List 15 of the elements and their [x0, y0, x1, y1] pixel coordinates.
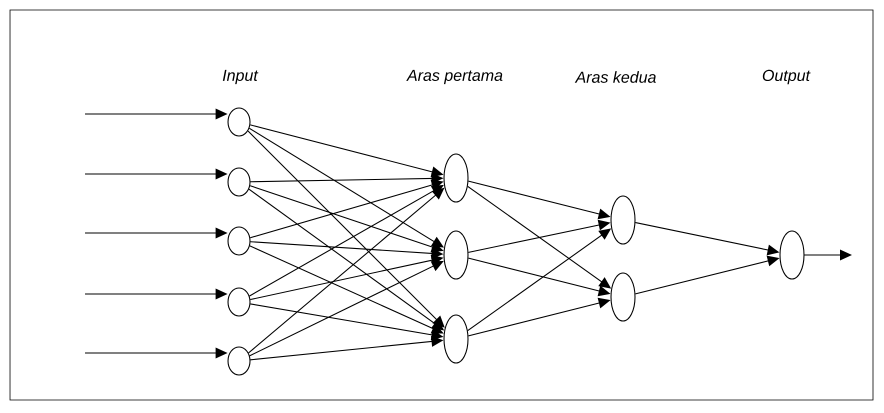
- neuron-ellipse: [443, 153, 469, 203]
- neuron-ellipse: [779, 230, 805, 280]
- neuron-ellipse: [227, 167, 251, 197]
- column-heading: Input: [222, 70, 258, 84]
- column-heading: Aras kedua: [574, 71, 656, 83]
- neuron-ellipse: [227, 346, 251, 376]
- column-heading: Aras pertama: [406, 70, 502, 84]
- neuron-ellipse: [227, 226, 251, 256]
- neuron-ellipse: [610, 195, 636, 245]
- neuron-ellipse: [227, 107, 251, 137]
- neuron-ellipse: [443, 230, 469, 280]
- neuron-ellipse: [227, 287, 251, 317]
- neuron-ellipse: [443, 314, 469, 364]
- column-heading: Output: [762, 70, 811, 84]
- neuron-ellipse: [610, 272, 636, 322]
